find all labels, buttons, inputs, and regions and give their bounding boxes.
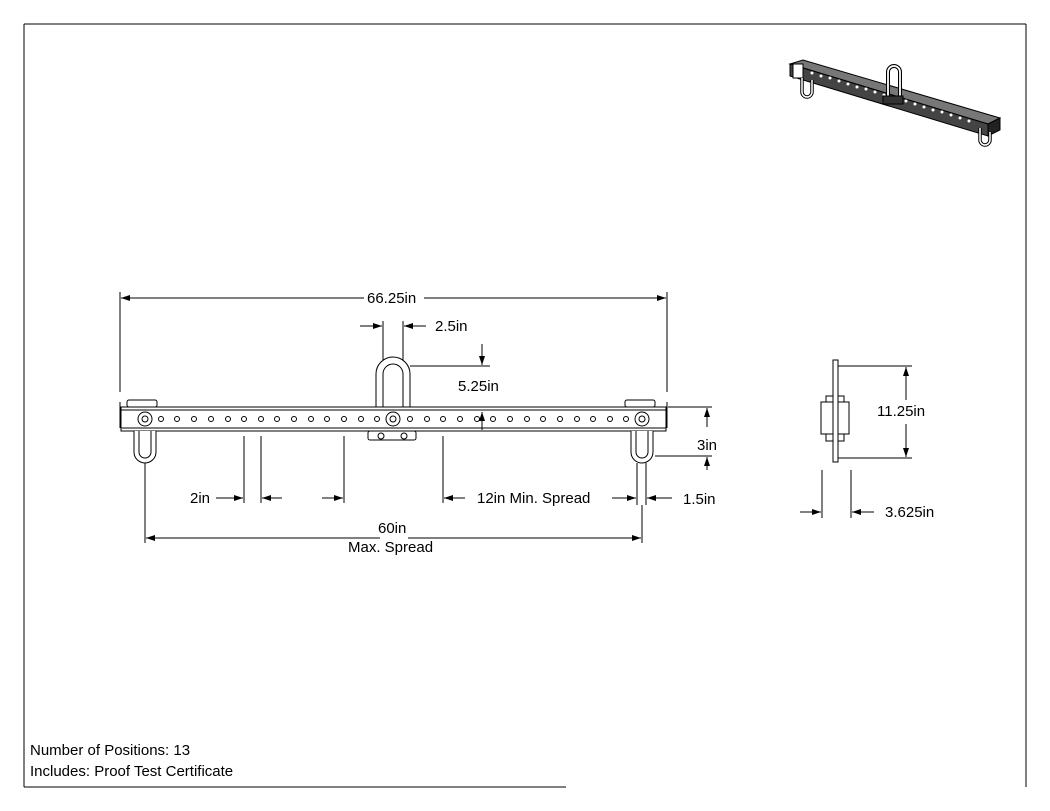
note-includes: Includes: Proof Test Certificate <box>30 763 234 780</box>
dim-min-spread: 12in Min. Spread <box>477 490 590 507</box>
right-shackle <box>630 431 654 464</box>
iso-holes <box>810 71 971 123</box>
beam-holes <box>158 416 629 422</box>
dim-shackle-width: 2.5in <box>435 318 468 335</box>
side-view <box>800 359 912 518</box>
dim-side-height: 11.25in <box>877 403 925 420</box>
notes-block: Number of Positions: 13 Includes: Proof … <box>30 740 233 782</box>
dim-end-offset: 1.5in <box>683 491 716 508</box>
isometric-view <box>788 59 1002 147</box>
dim-overall-length: 66.25in <box>367 290 416 307</box>
note-positions: Number of Positions: 13 <box>30 742 191 759</box>
dimension-lines <box>119 292 712 543</box>
dim-beam-height: 3in <box>697 437 717 454</box>
dim-max-spread-value: 60in <box>378 520 406 537</box>
center-shackle <box>375 356 411 407</box>
dim-shackle-height: 5.25in <box>458 378 499 395</box>
dim-max-spread-label: Max. Spread <box>348 539 433 556</box>
dim-side-width: 3.625in <box>885 504 934 521</box>
left-shackle <box>133 431 157 464</box>
front-view-beam <box>119 399 668 441</box>
sheet-border <box>23 23 1027 788</box>
dim-hole-spacing: 2in <box>190 490 210 507</box>
